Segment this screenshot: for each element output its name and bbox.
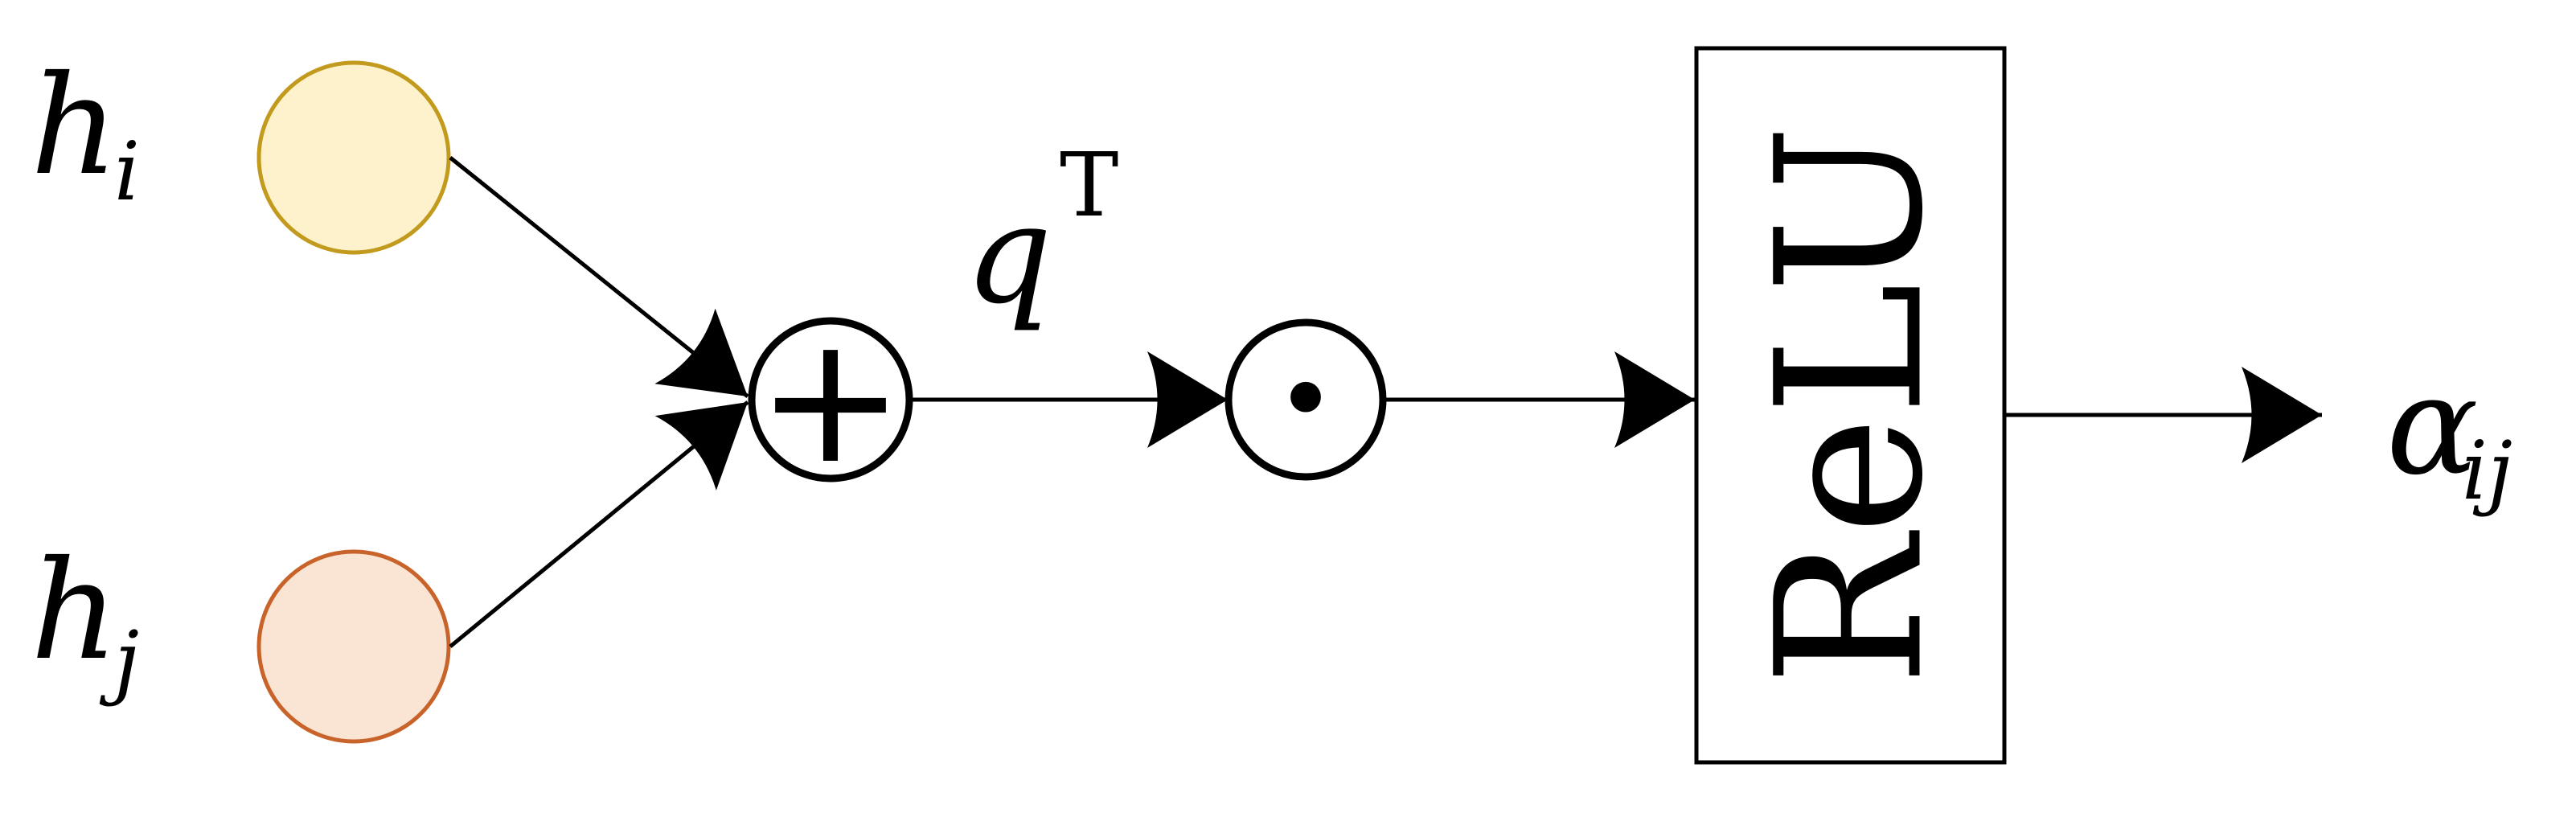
dot-operator-node: • xyxy=(1224,318,1387,481)
input-node-h-i xyxy=(256,60,451,255)
plus-icon: + xyxy=(757,297,904,503)
input-node-h-j xyxy=(256,549,451,744)
transpose-superscript: T xyxy=(1060,133,1118,236)
add-operator-node: + xyxy=(748,297,913,503)
alpha-symbol: α xyxy=(2386,347,2479,506)
q-symbol: q xyxy=(965,175,1052,335)
relu-block: ReLU xyxy=(1694,46,2007,765)
edge-h-j-to-add xyxy=(449,400,749,648)
dot-icon: • xyxy=(1275,339,1337,461)
edge-h-i-to-add xyxy=(449,156,749,398)
relu-box xyxy=(1694,46,2007,765)
h-i-symbol: h xyxy=(31,47,119,206)
edge-label-q-transpose: q T xyxy=(965,133,1118,335)
output-label-alpha-ij: α ij xyxy=(2386,347,2512,518)
h-j-symbol: h xyxy=(31,532,119,691)
input-label-h-i: h i xyxy=(31,47,140,219)
alpha-subscript: ij xyxy=(2462,424,2512,518)
h-i-subscript: i xyxy=(114,125,140,219)
relu-label: ReLU xyxy=(1733,124,1967,686)
input-label-h-j: h j xyxy=(31,532,139,708)
